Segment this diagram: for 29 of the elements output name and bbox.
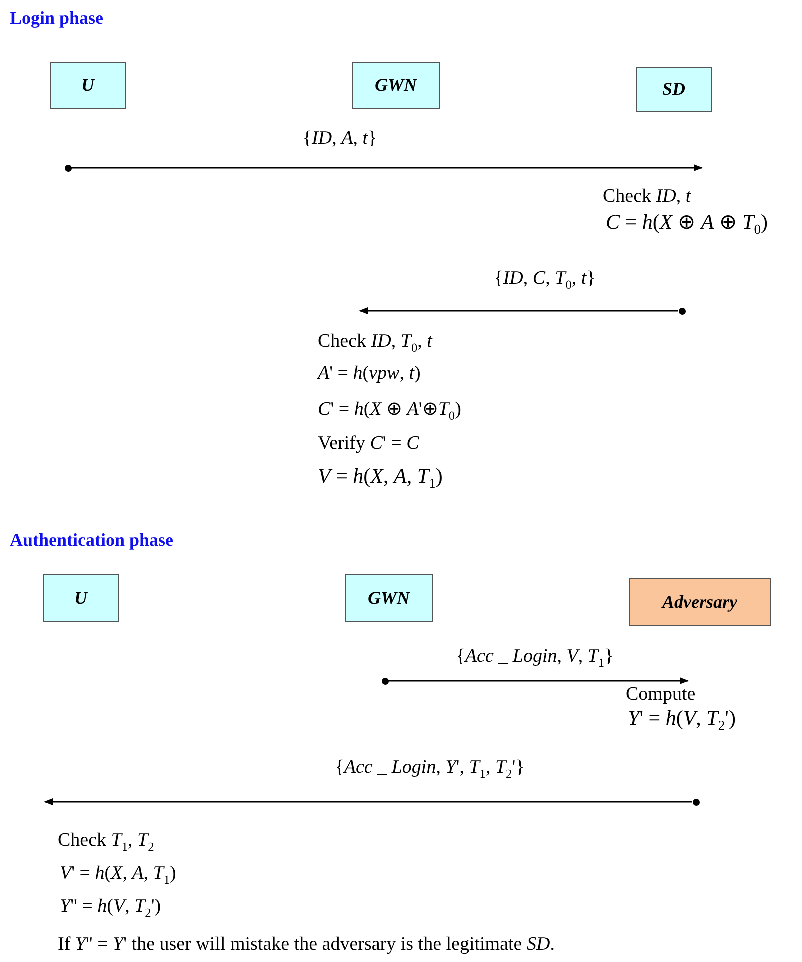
section-heading: Login phase	[10, 8, 104, 29]
message-arrow	[44, 798, 692, 806]
formula: V = h(X, A, T$_{1}$)	[318, 464, 443, 492]
participant-box: U	[43, 574, 119, 622]
participant-box: U	[50, 62, 126, 109]
computation-step: Compute	[626, 684, 696, 706]
computation-step: Check ID, T$_{0}$, t	[318, 331, 432, 356]
computation-step: Check T$_{1}$, T$_{2}$	[58, 830, 154, 855]
computation-step: A' = h(vpw, t)	[318, 363, 421, 385]
start-dot	[678, 308, 686, 314]
computation-step: Check ID, t	[603, 186, 692, 208]
start-dot	[692, 798, 700, 806]
start-dot	[382, 678, 388, 684]
computation-step: Verify C' = C	[318, 433, 420, 455]
section-heading: Authentication phase	[10, 530, 174, 551]
start-dot	[64, 164, 72, 172]
message-arrow	[388, 677, 689, 685]
formula: Y' = h(V, T$_{2}$')	[628, 706, 736, 734]
message-arrow	[72, 164, 703, 172]
participant-box: GWN	[345, 574, 433, 622]
computation-step: If Y'' = Y' the user will mistake the adversary is the legitimate SD.	[58, 934, 555, 956]
participant-box: GWN	[352, 62, 440, 109]
formula: C = h(X ⊕ A ⊕ T$_{0}$)	[606, 210, 768, 238]
computation-step: Y'' = h(V, T$_{2}$')	[60, 896, 162, 921]
computation-step: V' = h(X, A, T$_{1}$)	[60, 863, 176, 888]
computation-step: C' = h(X ⊕ A'⊕T$_{0}$)	[318, 397, 462, 424]
message-arrow	[359, 307, 678, 315]
participant-box: Adversary	[629, 578, 771, 626]
participant-box: SD	[636, 67, 712, 112]
